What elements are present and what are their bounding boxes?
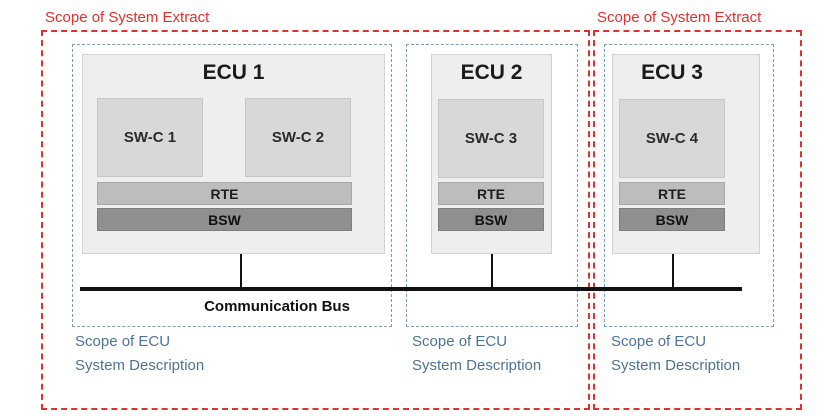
ecu-title-2: ECU 2 (460, 61, 523, 84)
ecu-title-1: ECU 1 (202, 61, 265, 84)
rte-layer: RTE (619, 182, 725, 205)
swc-box: SW-C 1 (97, 98, 203, 177)
ecu-scope-label-line-2: System Description (75, 357, 205, 374)
bus-connector-ecu-1 (240, 254, 242, 289)
system-extract-label-right: Scope of System Extract (597, 9, 762, 26)
ecu-title-3: ECU 3 (641, 61, 703, 84)
ecu-scope-label-3: Scope of ECU System Description (611, 330, 740, 378)
ecu-scope-label-line-2: System Description (611, 357, 741, 374)
system-extract-scope-left (41, 30, 590, 410)
rte-layer: RTE (438, 182, 544, 205)
swc-box: SW-C 2 (245, 98, 351, 177)
rte-layer: RTE (97, 182, 352, 205)
bsw-layer: BSW (619, 208, 725, 231)
system-extract-scope-right (593, 30, 802, 410)
bus-connector-ecu-3 (672, 254, 674, 289)
ecu-scope-label-2: Scope of ECU System Description (412, 330, 541, 378)
bus-connector-ecu-2 (491, 254, 493, 289)
ecu-scope-label-line-1: Scope of ECU (412, 333, 508, 350)
ecu-scope-label-line-1: Scope of ECU (611, 333, 707, 350)
communication-bus-line (80, 287, 742, 291)
communication-bus-label: Communication Bus (204, 298, 350, 315)
bsw-layer: BSW (97, 208, 352, 231)
ecu-scope-label-line-1: Scope of ECU (75, 333, 171, 350)
bsw-layer: BSW (438, 208, 544, 231)
swc-box: SW-C 3 (438, 99, 544, 178)
ecu-scope-2 (406, 44, 578, 327)
ecu-scope-1 (72, 44, 392, 327)
swc-box: SW-C 4 (619, 99, 725, 178)
system-extract-label-left: Scope of System Extract (45, 9, 210, 26)
ecu-scope-3 (604, 44, 774, 327)
ecu-scope-label-1: Scope of ECU System Description (75, 330, 204, 378)
ecu-scope-label-line-2: System Description (412, 357, 542, 374)
